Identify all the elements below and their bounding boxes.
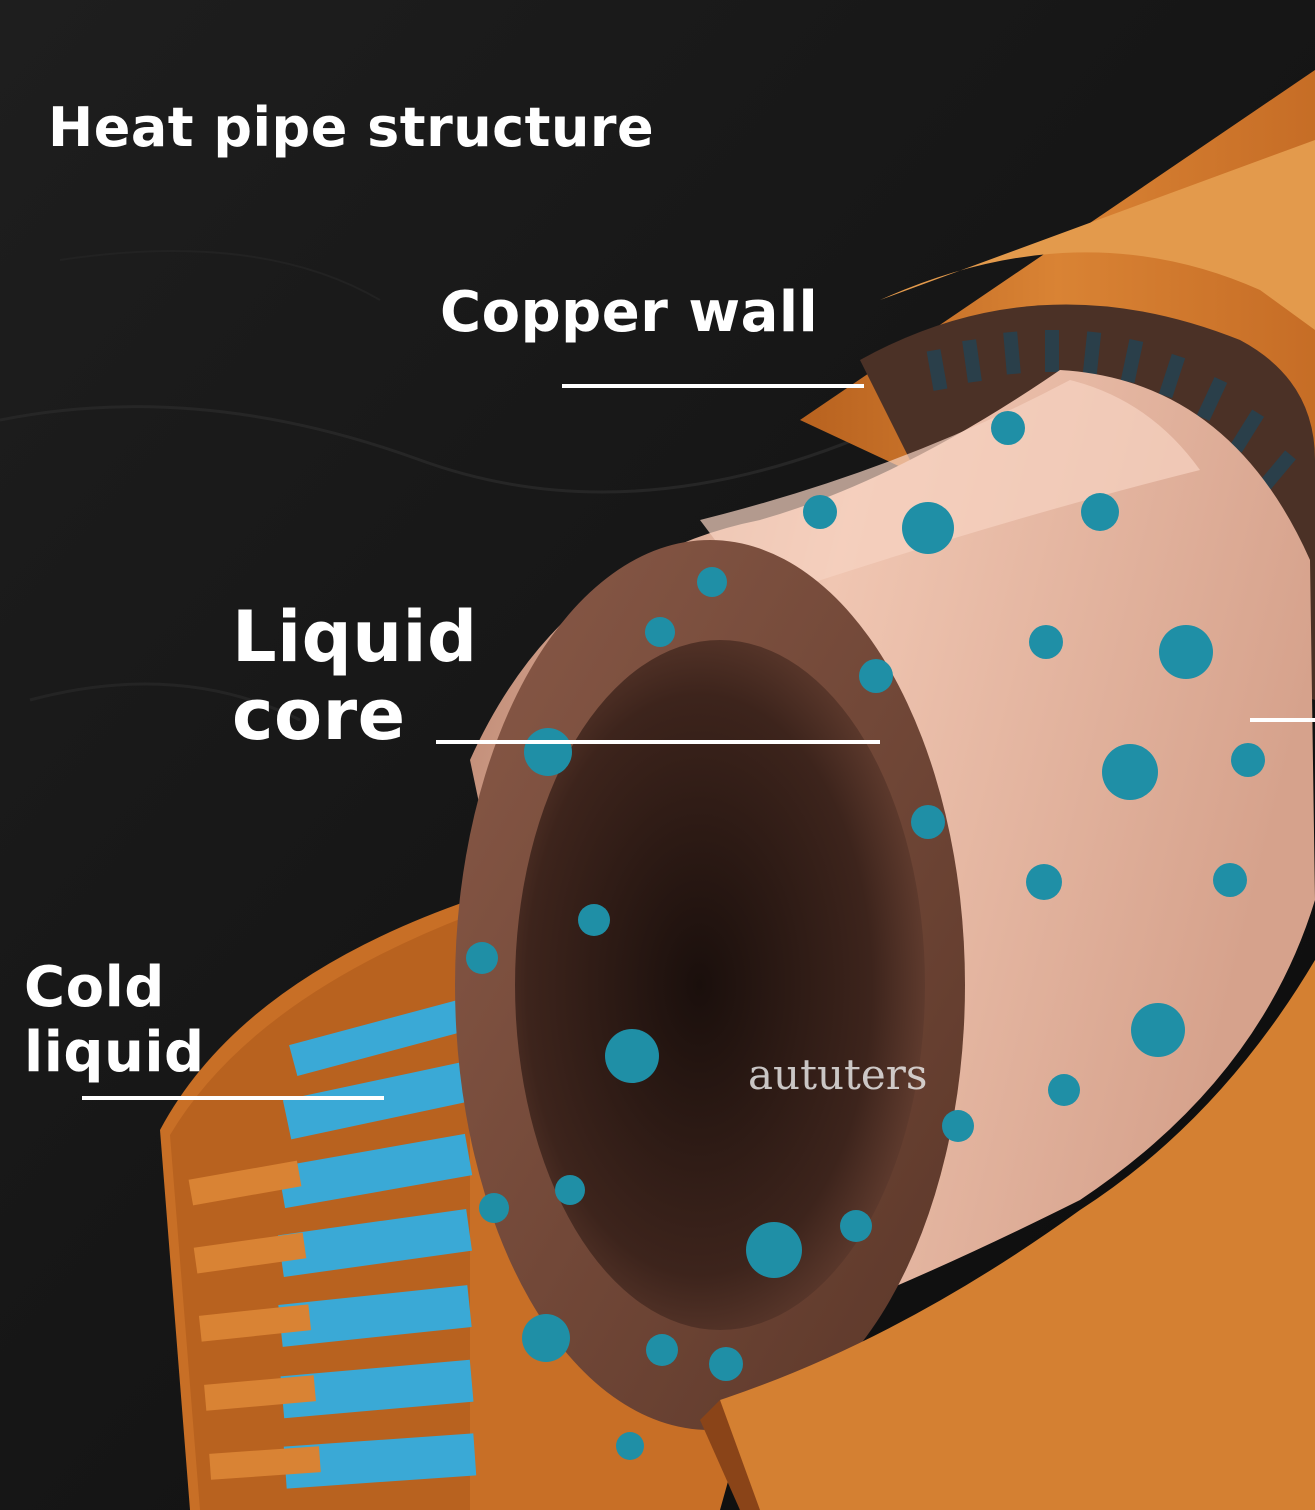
copper-wall-leader-line bbox=[562, 384, 864, 388]
cold-liquid-label-line1: Cold bbox=[24, 955, 165, 1020]
diagram-title: Heat pipe structure bbox=[48, 96, 655, 159]
liquid-core-label-line2: core bbox=[232, 674, 406, 757]
liquid-core-bore bbox=[515, 640, 925, 1330]
cold-liquid-label: Cold liquid bbox=[24, 955, 205, 1086]
copper-fins bbox=[188, 1160, 321, 1480]
liquid-core-label: Liquid core bbox=[232, 598, 478, 755]
cold-liquid-label-line2: liquid bbox=[24, 1019, 205, 1085]
watermark: aututers bbox=[748, 1050, 928, 1099]
cold-liquid-grooves bbox=[277, 995, 481, 1489]
side-leader-line bbox=[1250, 718, 1315, 722]
liquid-core-leader-line bbox=[436, 740, 880, 744]
cold-liquid-leader-line bbox=[82, 1096, 384, 1100]
outer-copper-pipe-front bbox=[720, 960, 1315, 1510]
copper-wall-label: Copper wall bbox=[440, 280, 819, 345]
liquid-core-label-line1: Liquid bbox=[232, 596, 478, 678]
wick-grooves-top bbox=[926, 330, 1296, 492]
